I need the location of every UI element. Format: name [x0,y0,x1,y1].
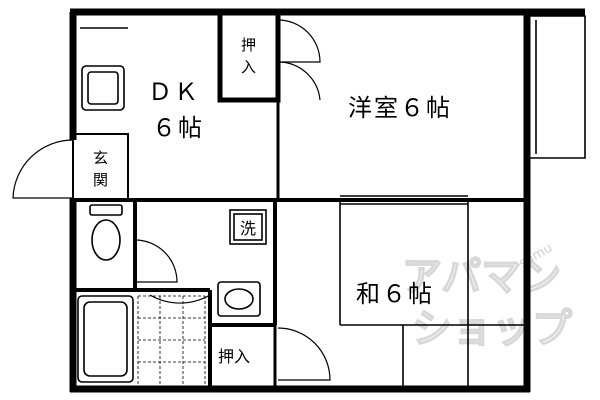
closet-top-box [217,9,281,103]
entrance-label-line2: 関 [93,171,108,189]
closet-bottom-label: 押入 [218,347,250,366]
bathtub-inner [83,301,128,377]
fixtures [77,27,267,386]
balcony [527,15,586,159]
dk-label-line1: ＤＫ [148,78,200,106]
entrance-label-line1: 玄 [93,149,108,167]
watermark-line2: ショップ [412,306,572,352]
doors [12,19,331,381]
interior-walls [72,9,527,389]
watermark-line1: アパマン [402,254,561,300]
watermark: アパマン ショップ sumu [401,241,573,353]
basin-outer [217,281,261,317]
dk-label-line2: ６帖 [152,114,204,142]
washer-box [229,209,267,245]
basin-bowl [224,288,254,310]
toilet-tank [89,204,123,216]
western-room-label: 洋室６帖 [348,94,452,122]
toilet-door [134,239,178,283]
closet-top-label-line2: 入 [241,58,256,76]
entrance-box [72,133,129,201]
closet-top-door-2 [277,61,321,101]
closet-top-label-line1: 押 [241,36,256,54]
washer-label: 洗 [240,219,256,238]
washer-inner [233,213,263,241]
toilet-bowl [91,219,121,261]
bath-door [149,294,211,304]
japanese-room-label: 和６帖 [356,280,434,308]
bathtub-outer [77,295,134,383]
entrance-door [12,139,74,199]
labels: ＤＫ ６帖 洋室６帖 和６帖 押 入 押入 玄 関 洗 [93,36,452,366]
closet-bottom-door [277,327,331,381]
closet-top-door-1 [277,19,321,63]
kitchen-sink-inner [87,71,119,105]
balcony-outline [527,15,586,159]
bath-tiles [137,295,206,386]
kitchen-sink-outer [81,65,125,111]
